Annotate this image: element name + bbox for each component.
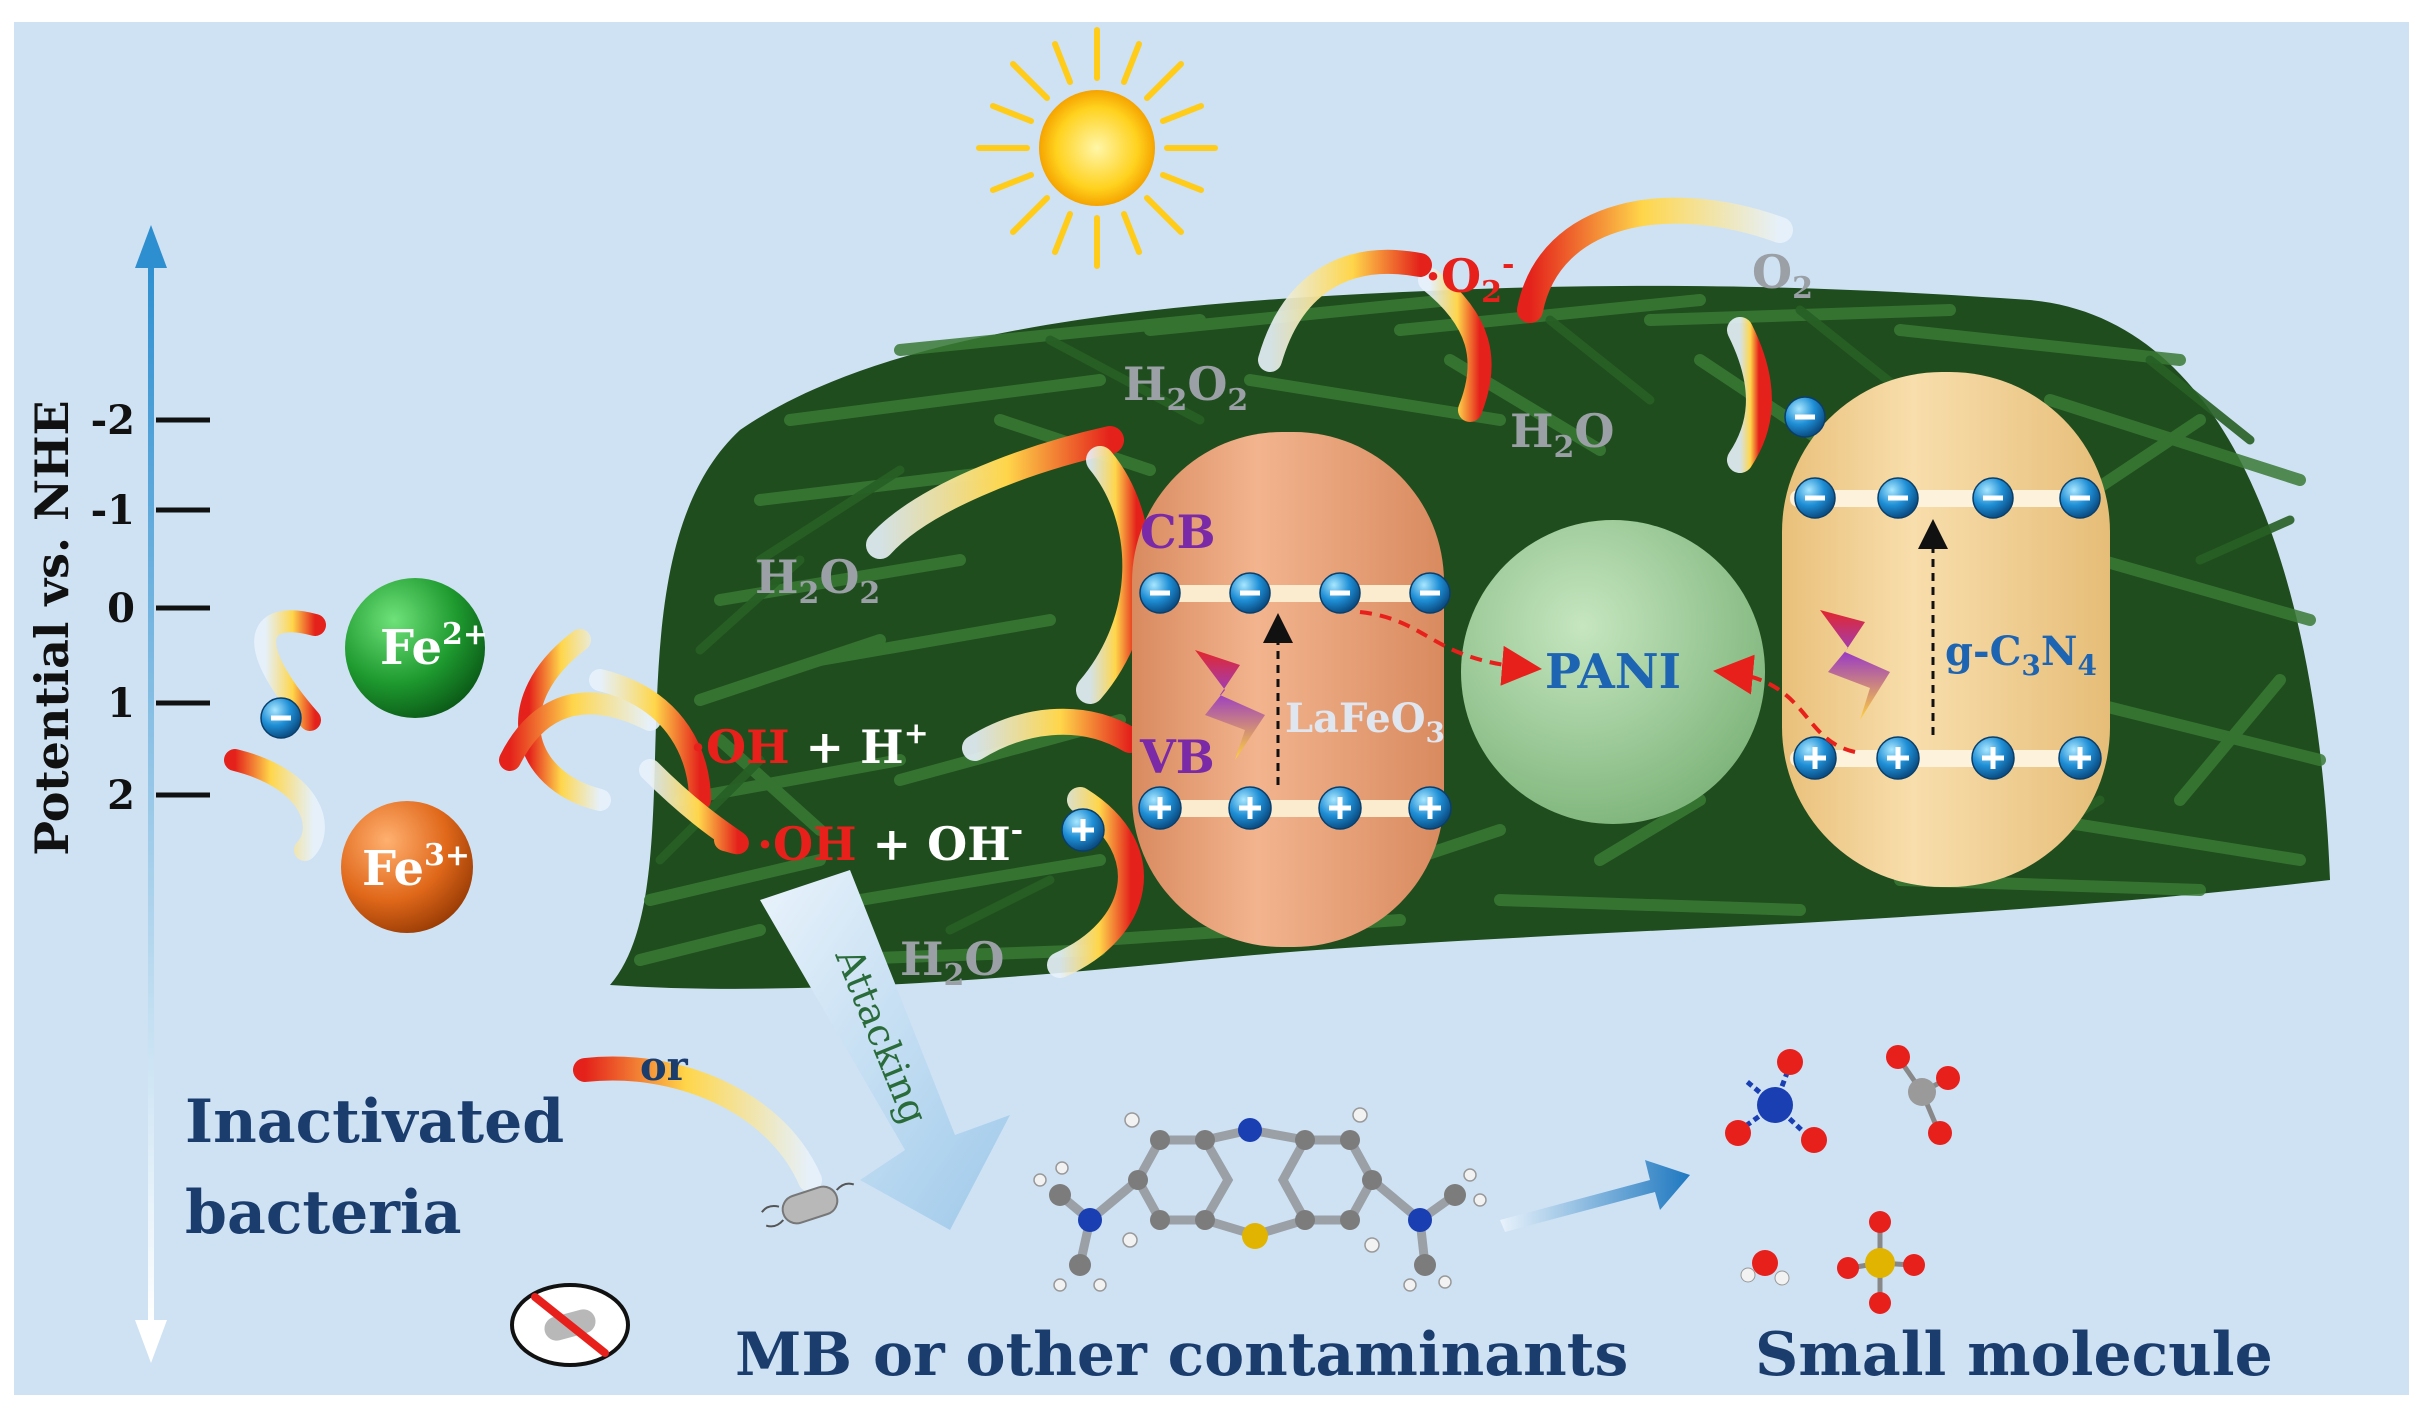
- electron-icon: [1972, 477, 2014, 519]
- gc3n4-particle: g-C3N4: [1782, 372, 2110, 887]
- hydroxyl-hydroxide-label: ·OH + OH-: [757, 813, 1023, 871]
- h2o-top-label: H2O: [1510, 404, 1614, 465]
- or-label: or: [640, 1043, 689, 1090]
- electron-icon: [1139, 572, 1181, 614]
- molecule-icon: [1837, 1211, 1925, 1314]
- lightning-icon: [1195, 650, 1265, 760]
- hole-icon: [1061, 808, 1105, 852]
- molecule-icon: [1740, 1250, 1790, 1286]
- mb-contaminants-caption: MB or other contaminants: [735, 1320, 1628, 1390]
- h2o2-top-label: H2O2: [1123, 357, 1248, 418]
- curved-arrow-icon: [224, 197, 1793, 1192]
- fe3-label: Fe3+: [362, 838, 470, 897]
- molecule-icon: [1725, 1049, 1827, 1153]
- electron-icon: [1877, 477, 1919, 519]
- axis-tick-label: 1: [107, 680, 135, 727]
- molecule-icon: [1886, 1045, 1960, 1145]
- electron-icon: [1409, 572, 1451, 614]
- vb-label: VB: [1139, 730, 1215, 784]
- hole-icon: [1793, 736, 1837, 780]
- cb-label: CB: [1140, 505, 1216, 559]
- electron-icon: [2059, 477, 2101, 519]
- pani-particle: PANI: [1461, 520, 1765, 824]
- h2o2-mid-label: H2O2: [755, 550, 880, 611]
- lafeo3-particle: CB VB LaFeO3: [1132, 432, 1452, 947]
- hole-icon: [1138, 786, 1182, 830]
- small-molecule-caption: Small molecule: [1755, 1320, 2273, 1390]
- hole-icon: [1408, 786, 1452, 830]
- axis-tick-label: 0: [107, 585, 135, 632]
- hole-icon: [2058, 736, 2102, 780]
- hydroxyl-proton-label: ·OH + H+: [690, 716, 929, 774]
- oxygen-label: O2: [1752, 245, 1813, 306]
- sun-icon: [976, 27, 1218, 269]
- electron-icon: [1229, 572, 1271, 614]
- electron-icon: [1784, 396, 1826, 438]
- pani-label: PANI: [1545, 644, 1681, 700]
- axis-tick-label: -2: [91, 397, 135, 444]
- hole-icon: [1971, 736, 2015, 780]
- hole-icon: [1318, 786, 1362, 830]
- axis-tick-label: -1: [91, 487, 135, 534]
- inactivated-line1: Inactivated: [185, 1087, 564, 1157]
- molecule-icon: [1033, 1107, 1487, 1292]
- potential-axis: -2 -1 0 1 2 Potential vs. NHE: [25, 225, 210, 1363]
- axis-title: Potential vs. NHE: [25, 400, 79, 855]
- charge-transfer-arrows: [1359, 610, 1856, 754]
- inactivated-line2: bacteria: [185, 1178, 462, 1248]
- fe2-ion: Fe2+: [345, 578, 488, 718]
- lightning-icon: [1820, 610, 1890, 720]
- no-bacteria-icon: [510, 1283, 630, 1367]
- axis-tick-label: 2: [107, 772, 135, 819]
- fe2-label: Fe2+: [380, 617, 488, 676]
- fe3-ion: Fe3+: [341, 801, 473, 933]
- h2o-bottom-label: H2O: [900, 932, 1004, 993]
- electron-icon: [1319, 572, 1361, 614]
- electron-icon: [1794, 477, 1836, 519]
- hole-icon: [1876, 736, 1920, 780]
- superoxide-label: ·O2-: [1425, 247, 1514, 310]
- degradation-arrow: [1500, 1160, 1690, 1232]
- electron-icon: [260, 697, 302, 739]
- hole-icon: [1228, 786, 1272, 830]
- gc3n4-label: g-C3N4: [1945, 628, 2097, 682]
- bacteria-icon: [761, 1182, 855, 1228]
- lafeo3-label: LaFeO3: [1285, 695, 1445, 749]
